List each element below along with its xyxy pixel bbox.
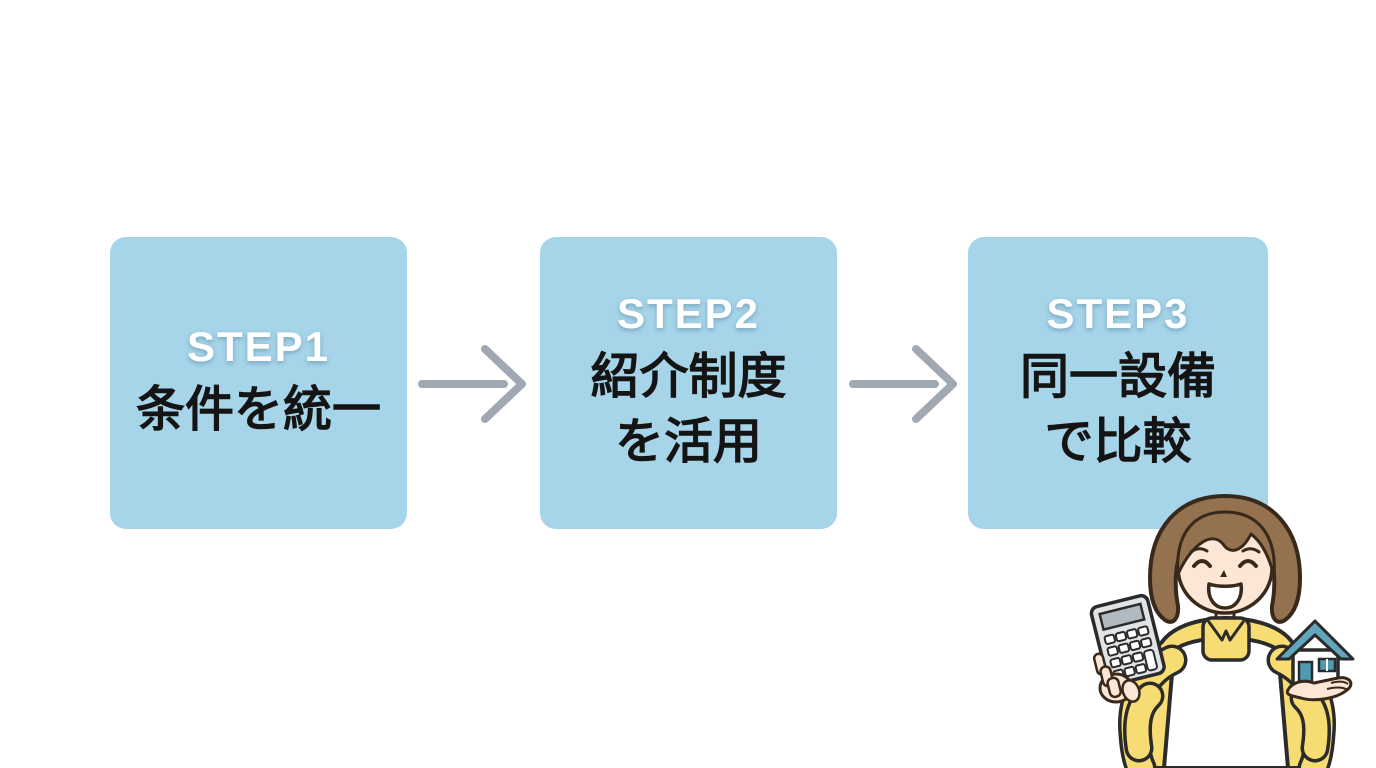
woman-calculator-house-illustration bbox=[1089, 494, 1355, 768]
eye-right bbox=[1238, 559, 1258, 568]
calculator-icon bbox=[1089, 593, 1166, 687]
collar bbox=[1207, 620, 1245, 642]
step-2-text-line-2: を活用 bbox=[614, 415, 762, 470]
hair-bangs bbox=[1176, 510, 1276, 578]
hand-right bbox=[1285, 676, 1353, 702]
step-box-3: STEP3 同一設備 で比較 bbox=[968, 237, 1268, 529]
eyebrow-right bbox=[1241, 547, 1261, 554]
step-2-text-line-1: 紹介制度 bbox=[590, 350, 787, 405]
forearm-left bbox=[1126, 685, 1161, 759]
step-3-label: STEP3 bbox=[1046, 290, 1190, 338]
forearm-right bbox=[1293, 687, 1328, 759]
step-3-text-line-2: で比較 bbox=[1044, 415, 1192, 470]
mouth bbox=[1206, 582, 1244, 610]
step-1-label: STEP1 bbox=[186, 322, 331, 370]
arrow-right-icon bbox=[418, 345, 526, 423]
step-box-1: STEP1 条件を統一 bbox=[110, 237, 407, 529]
house-icon bbox=[1275, 619, 1355, 686]
nose bbox=[1220, 570, 1227, 577]
eye-left bbox=[1192, 559, 1212, 568]
arrow-right-icon bbox=[849, 345, 957, 423]
step-2-label: STEP2 bbox=[616, 290, 761, 338]
hand-left bbox=[1092, 652, 1141, 704]
eyebrow-left bbox=[1189, 547, 1209, 554]
step-box-2: STEP2 紹介制度 を活用 bbox=[540, 237, 837, 529]
step-1-text-line-1: 条件を統一 bbox=[135, 382, 381, 437]
step-3-text-line-1: 同一設備 bbox=[1019, 350, 1216, 405]
